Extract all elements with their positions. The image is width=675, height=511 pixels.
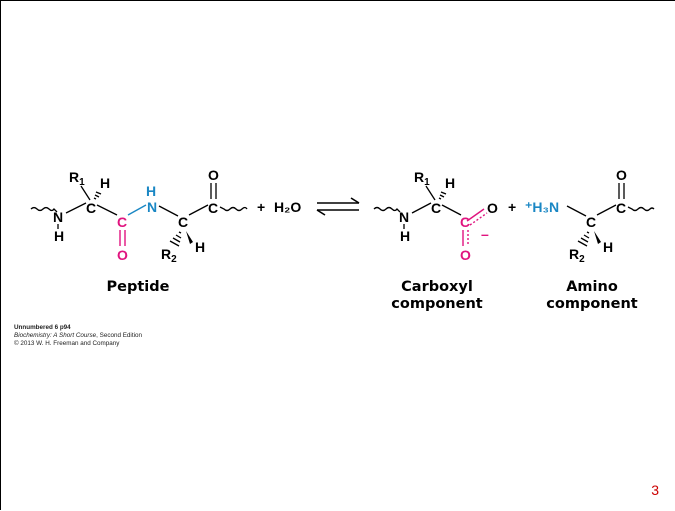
atom-c2: C — [208, 200, 218, 216]
wavy-bond-right-2 — [627, 206, 655, 212]
atom-h-n3: H — [400, 228, 410, 244]
bond-n3-ca3 — [411, 202, 432, 214]
bond-c3-o3-solid — [466, 208, 485, 222]
label-carboxyl-line2: component — [391, 296, 482, 312]
atom-c4: C — [616, 200, 626, 216]
bond-ca4-c4 — [596, 204, 617, 216]
credit-book-title: Biochemistry: A Short Course — [14, 332, 97, 339]
bond-ca3-c3 — [441, 204, 462, 216]
atom-h-n1: H — [54, 228, 64, 244]
amino-molecule: ⁺H₃N C R2 H C O — [525, 167, 655, 265]
hashed-bond-ca3-h — [438, 191, 447, 200]
atom-r2: R2 — [161, 246, 177, 265]
credit-figure-id: Unnumbered 6 p94 — [14, 324, 71, 331]
atom-o3: O — [487, 200, 498, 216]
figure-credits: Unnumbered 6 p94 Biochemistry: A Short C… — [14, 324, 142, 348]
atom-o5: O — [616, 167, 627, 183]
atom-n3: N — [399, 209, 409, 225]
credit-copyright: © 2013 W. H. Freeman and Company — [14, 340, 120, 347]
negative-charge: – — [481, 226, 489, 242]
bond-ca1-c1 — [96, 204, 118, 216]
atom-n2-blue: N — [147, 199, 157, 215]
atom-c1-magenta: C — [117, 214, 127, 230]
bond-c3-o3-dashed — [469, 212, 488, 226]
atom-h-n2-blue: H — [146, 183, 156, 199]
atom-o2: O — [208, 167, 219, 183]
atom-c3-magenta: C — [460, 214, 470, 230]
label-carboxyl-line1: Carboxyl — [401, 279, 473, 295]
bond-c1-n2 — [127, 204, 147, 216]
plus-sign-2: + — [508, 199, 516, 215]
wavy-bond-right — [219, 206, 248, 212]
atom-ca2: C — [178, 214, 188, 230]
label-peptide: Peptide — [107, 279, 170, 295]
plus-sign-1: + — [257, 199, 265, 215]
bond-n1-ca1 — [65, 202, 87, 214]
label-amino-line2: component — [546, 296, 637, 312]
bond-n4-ca4 — [566, 205, 587, 217]
atom-r2-b: R2 — [569, 246, 585, 265]
water-formula: H₂O — [274, 199, 301, 215]
atom-ca4: C — [586, 214, 596, 230]
peptide-molecule: N H C R1 H C O H N C R2 — [30, 167, 248, 265]
equilibrium-arrows — [316, 197, 360, 216]
bond-n2-ca2 — [158, 205, 179, 217]
bond-ca2-c2 — [188, 204, 209, 216]
hashed-bond-ca4-r2 — [577, 231, 590, 247]
wavy-bond-left-2 — [373, 206, 401, 213]
atom-h-ca2: H — [195, 239, 205, 255]
atom-h-ca4: H — [603, 239, 613, 255]
label-amino-line1: Amino — [566, 279, 618, 295]
atom-n1: N — [53, 209, 63, 225]
carboxyl-molecule: N H C R1 H C O O – — [373, 169, 498, 263]
ammonium-group-blue: ⁺H₃N — [525, 199, 559, 215]
wedge-bond-ca4-h — [594, 231, 601, 244]
atom-r1: R1 — [69, 169, 85, 188]
page-number: 3 — [651, 482, 659, 498]
wedge-bond-ca2-h — [186, 231, 193, 244]
bond-ca1-r1 — [80, 185, 91, 201]
wavy-bond-left — [30, 206, 58, 213]
atom-o1-magenta: O — [117, 247, 128, 263]
atom-h-ca3: H — [445, 175, 455, 191]
credit-book: Biochemistry: A Short Course, Second Edi… — [14, 332, 142, 340]
atom-ca1: C — [86, 200, 96, 216]
atom-r1-b: R1 — [414, 169, 430, 188]
atom-ca3: C — [431, 200, 441, 216]
atom-o4-magenta: O — [460, 247, 471, 263]
hashed-bond-ca2-r2 — [169, 231, 182, 247]
atom-h-ca1: H — [100, 175, 110, 191]
hashed-bond-ca1-h — [93, 191, 102, 200]
credit-book-edition: , Second Edition — [96, 332, 142, 339]
bond-ca3-r1 — [425, 185, 436, 201]
